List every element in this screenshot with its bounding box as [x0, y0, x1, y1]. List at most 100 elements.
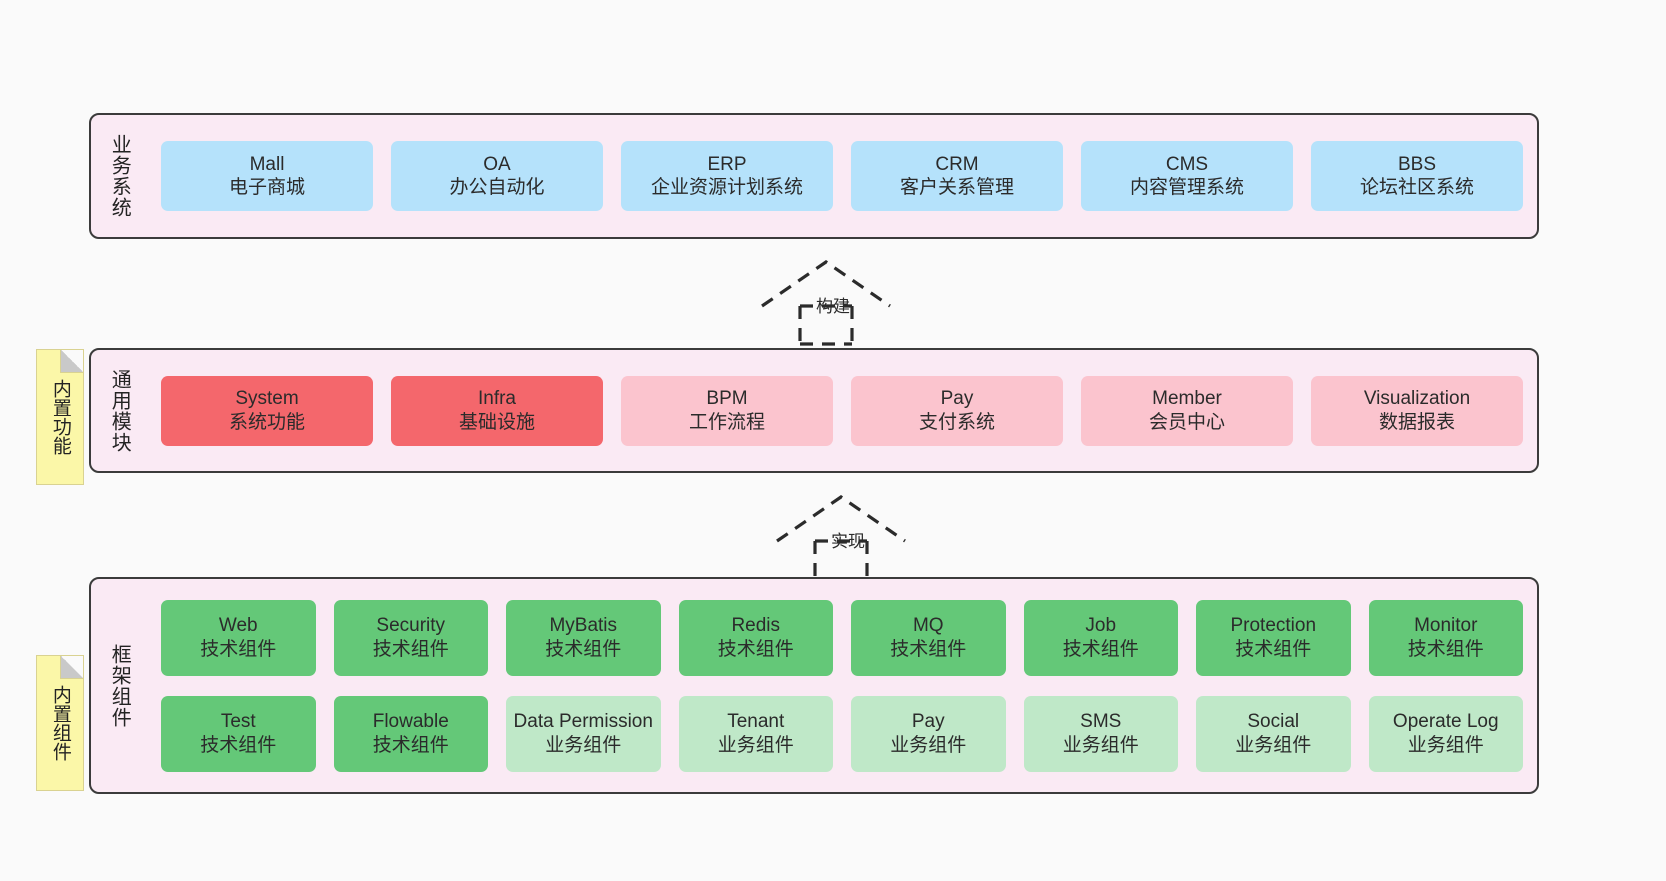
node-infra[interactable]: Infra 基础设施: [391, 375, 603, 446]
node-system[interactable]: System 系统功能: [161, 375, 373, 446]
node-title: System: [235, 388, 299, 410]
node-erp[interactable]: ERP 企业资源计划系统: [621, 141, 833, 211]
layer-title-framework: 框架组件: [108, 643, 131, 728]
node-flowable[interactable]: Flowable 技术组件: [333, 695, 488, 772]
node-title: BBS: [1397, 153, 1437, 175]
node-visualization[interactable]: Visualization 数据报表: [1311, 375, 1523, 446]
node-cms[interactable]: CMS 内容管理系统: [1081, 141, 1293, 211]
node-subtitle: 技术组件: [372, 638, 449, 660]
node-subtitle: 技术组件: [1062, 638, 1139, 660]
node-member[interactable]: Member 会员中心: [1081, 375, 1293, 446]
node-subtitle: 技术组件: [1235, 638, 1312, 660]
node-subtitle: 办公自动化: [449, 177, 545, 198]
node-mq[interactable]: MQ 技术组件: [851, 599, 1006, 676]
node-subtitle: 技术组件: [545, 638, 622, 660]
node-subtitle: 技术组件: [372, 734, 449, 756]
node-crm[interactable]: CRM 客户关系管理: [851, 141, 1063, 211]
node-title: Security: [376, 615, 446, 637]
layer-row: Mall 电子商城 OA 办公自动化 ERP 企业资源计划系统 CRM 客户关系…: [161, 141, 1523, 211]
node-subtitle: 基础设施: [458, 411, 535, 433]
node-subtitle: 工作流程: [688, 411, 765, 433]
node-tenant[interactable]: Tenant 业务组件: [678, 695, 833, 772]
node-test[interactable]: Test 技术组件: [161, 695, 316, 772]
node-subtitle: 企业资源计划系统: [650, 177, 803, 198]
node-subtitle: 技术组件: [200, 638, 277, 660]
node-subtitle: 内容管理系统: [1129, 177, 1244, 198]
node-subtitle: 技术组件: [1407, 638, 1484, 660]
node-data-permission[interactable]: Data Permission 业务组件: [506, 695, 661, 772]
node-title: Member: [1152, 388, 1222, 410]
layer-common-module: 通用模块 System 系统功能 Infra 基础设施 BPM 工作流程 Pay…: [89, 348, 1539, 473]
node-subtitle: 技术组件: [717, 638, 794, 660]
node-job[interactable]: Job 技术组件: [1023, 599, 1178, 676]
node-web[interactable]: Web 技术组件: [161, 599, 316, 676]
node-subtitle: 数据报表: [1378, 411, 1455, 433]
layer-framework-component: 框架组件 Web 技术组件 Security 技术组件 MyBatis 技术组件…: [89, 577, 1539, 794]
node-title: Social: [1247, 711, 1300, 733]
node-title: MQ: [912, 615, 944, 637]
node-title: OA: [483, 153, 511, 175]
node-subtitle: 业务组件: [717, 734, 794, 756]
node-bbs[interactable]: BBS 论坛社区系统: [1311, 141, 1523, 211]
node-title: Redis: [731, 615, 781, 637]
node-title: MyBatis: [549, 615, 618, 637]
node-subtitle: 业务组件: [1235, 734, 1312, 756]
node-sms[interactable]: SMS 业务组件: [1023, 695, 1178, 772]
node-subtitle: 业务组件: [890, 734, 967, 756]
node-mall[interactable]: Mall 电子商城: [161, 141, 373, 211]
node-subtitle: 论坛社区系统: [1359, 177, 1474, 198]
note-label: 内置功能: [49, 379, 71, 455]
node-title: Flowable: [372, 711, 449, 733]
node-title: Test: [220, 711, 256, 733]
node-pay[interactable]: Pay 支付系统: [851, 375, 1063, 446]
node-social[interactable]: Social 业务组件: [1196, 695, 1351, 772]
node-title: Job: [1085, 615, 1117, 637]
note-label: 内置组件: [49, 685, 71, 761]
node-title: Infra: [477, 388, 517, 410]
layer-title-common: 通用模块: [108, 368, 131, 453]
node-subtitle: 业务组件: [545, 734, 622, 756]
node-title: BPM: [706, 388, 748, 410]
note-builtin-component: 内置组件: [36, 655, 84, 791]
node-protection[interactable]: Protection 技术组件: [1196, 599, 1351, 676]
node-bpm[interactable]: BPM 工作流程: [621, 375, 833, 446]
node-title: Mall: [249, 153, 285, 175]
layer-row: Web 技术组件 Security 技术组件 MyBatis 技术组件 Redi…: [161, 599, 1523, 676]
connector-build-label: 构建: [816, 297, 850, 316]
layer-business-system: 业务系统 Mall 电子商城 OA 办公自动化 ERP 企业资源计划系统 CRM…: [89, 113, 1539, 239]
node-subtitle: 技术组件: [200, 734, 277, 756]
node-title: CMS: [1165, 153, 1209, 175]
node-subtitle: 技术组件: [890, 638, 967, 660]
connector-build: 构建: [750, 258, 930, 346]
node-title: Monitor: [1414, 615, 1478, 637]
node-subtitle: 支付系统: [918, 411, 995, 433]
layer-row: System 系统功能 Infra 基础设施 BPM 工作流程 Pay 支付系统…: [161, 375, 1523, 446]
generalization-arrow-icon: [776, 495, 906, 581]
node-title: SMS: [1080, 711, 1122, 733]
node-subtitle: 客户关系管理: [899, 177, 1014, 198]
node-title: Web: [218, 615, 258, 637]
layer-row: Test 技术组件 Flowable 技术组件 Data Permission …: [161, 695, 1523, 772]
node-title: Data Permission: [513, 711, 653, 733]
connector-implement-label: 实现: [831, 532, 865, 551]
node-oa[interactable]: OA 办公自动化: [391, 141, 603, 211]
layer-body-framework: Web 技术组件 Security 技术组件 MyBatis 技术组件 Redi…: [147, 579, 1537, 792]
node-redis[interactable]: Redis 技术组件: [678, 599, 833, 676]
node-pay-business[interactable]: Pay 业务组件: [851, 695, 1006, 772]
connector-implement: 实现: [765, 493, 945, 581]
node-title: CRM: [935, 153, 979, 175]
node-subtitle: 电子商城: [228, 177, 305, 198]
generalization-arrow-icon: [761, 260, 891, 346]
layer-body-common: System 系统功能 Infra 基础设施 BPM 工作流程 Pay 支付系统…: [147, 350, 1537, 471]
note-builtin-feature: 内置功能: [36, 349, 84, 485]
node-monitor[interactable]: Monitor 技术组件: [1368, 599, 1523, 676]
node-title: Visualization: [1363, 388, 1471, 410]
node-operate-log[interactable]: Operate Log 业务组件: [1368, 695, 1523, 772]
node-security[interactable]: Security 技术组件: [333, 599, 488, 676]
node-title: Operate Log: [1392, 711, 1499, 733]
node-title: Pay: [940, 388, 974, 410]
node-title: Protection: [1230, 615, 1317, 637]
node-subtitle: 业务组件: [1062, 734, 1139, 756]
node-mybatis[interactable]: MyBatis 技术组件: [506, 599, 661, 676]
